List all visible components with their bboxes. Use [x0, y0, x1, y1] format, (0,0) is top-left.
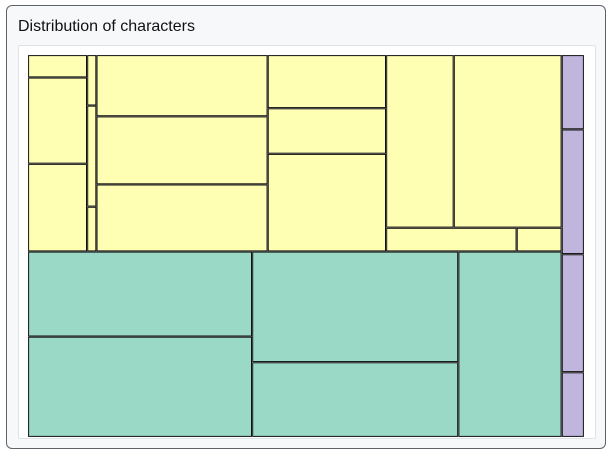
treemap-cell-yellow-11	[267, 153, 386, 252]
treemap-cell-purple-0	[561, 55, 584, 130]
treemap-cell-yellow-14	[386, 227, 517, 252]
treemap-cell-yellow-7	[96, 116, 268, 185]
treemap-cell-teal-1	[28, 336, 252, 437]
treemap-cell-purple-1	[561, 129, 584, 255]
treemap-cell-yellow-5	[87, 206, 97, 252]
chart-panel: Distribution of characters	[6, 5, 606, 449]
treemap-cell-yellow-12	[386, 55, 454, 228]
treemap-cell-yellow-13	[453, 55, 562, 228]
treemap-cell-yellow-15	[516, 227, 562, 252]
treemap-cell-teal-4	[458, 251, 562, 437]
treemap-cell-yellow-4	[87, 105, 97, 207]
treemap-chart	[28, 55, 584, 437]
treemap-cell-teal-3	[252, 362, 459, 437]
treemap-cell-yellow-2	[28, 163, 88, 252]
treemap-cell-yellow-0	[28, 55, 88, 78]
treemap-cell-yellow-8	[96, 184, 268, 252]
treemap-cell-yellow-3	[87, 55, 97, 106]
treemap-cell-teal-2	[252, 251, 459, 363]
chart-title: Distribution of characters	[18, 18, 195, 35]
treemap-frame	[18, 45, 596, 439]
treemap-cell-purple-2	[561, 254, 584, 373]
treemap-cell-yellow-1	[28, 77, 88, 164]
treemap-cell-purple-3	[561, 372, 584, 437]
treemap-cell-yellow-9	[267, 55, 386, 109]
treemap-cell-teal-0	[28, 251, 252, 337]
treemap-cell-yellow-10	[267, 108, 386, 154]
treemap-cell-yellow-6	[96, 55, 268, 117]
